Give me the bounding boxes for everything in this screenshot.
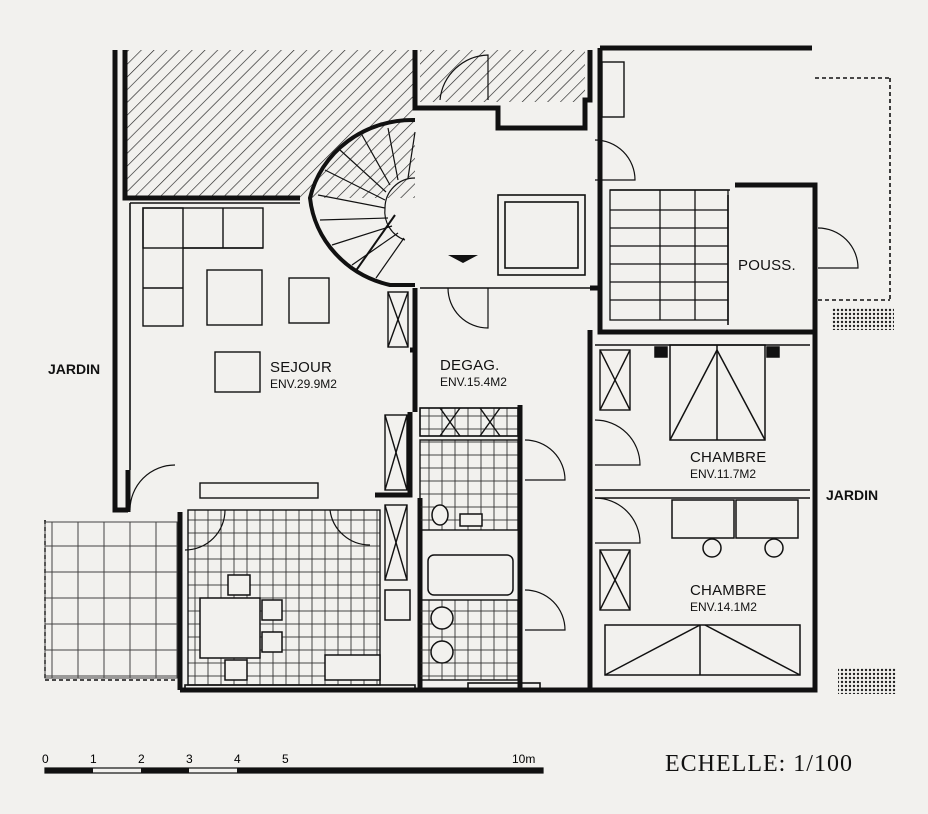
scale-text: ECHELLE: 1/100 (665, 751, 853, 777)
degag-name: DEGAG. (440, 357, 500, 374)
hatched-terrace-mid (420, 50, 585, 102)
hatched-terrace-left (125, 50, 415, 198)
chambre2-name: CHAMBRE (690, 582, 767, 599)
straight-staircase (609, 189, 729, 321)
garden-label-right: JARDIN (826, 487, 879, 503)
scale-tick-4: 4 (234, 752, 241, 766)
pouss-name: POUSS. (738, 257, 796, 274)
scale-bar (44, 767, 544, 774)
dining-set (199, 574, 411, 681)
wardrobes (384, 61, 631, 611)
sejour-name: SEJOUR (270, 359, 333, 376)
garden-label-left: JARDIN (48, 361, 101, 377)
wc-tile-floor (419, 407, 519, 437)
scale-tick-3: 3 (186, 752, 193, 766)
degag-area: ENV.15.4M2 (440, 375, 507, 389)
bath-fixtures (427, 504, 514, 664)
bed-chambre-1 (654, 344, 780, 441)
scale-tick-10m: 10m (512, 752, 536, 766)
terrace-tiles (44, 521, 178, 679)
spiral-staircase (307, 117, 416, 287)
desks-chambre-2 (604, 499, 801, 676)
scale-tick-2: 2 (138, 752, 145, 766)
planter-top (832, 308, 894, 330)
scale-tick-5: 5 (282, 752, 289, 766)
chambre2-area: ENV.14.1M2 (690, 600, 757, 614)
sejour-area: ENV.29.9M2 (270, 377, 337, 391)
entry-arrow-icon (448, 255, 478, 263)
living-furniture (142, 207, 330, 499)
bath-lower-tiles (419, 599, 519, 681)
chambre1-name: CHAMBRE (690, 449, 767, 466)
scale-tick-0: 0 (42, 752, 49, 766)
door-swings (129, 54, 859, 631)
scale-tick-1: 1 (90, 752, 97, 766)
planter-bottom (838, 668, 896, 694)
chambre1-area: ENV.11.7M2 (690, 467, 757, 481)
